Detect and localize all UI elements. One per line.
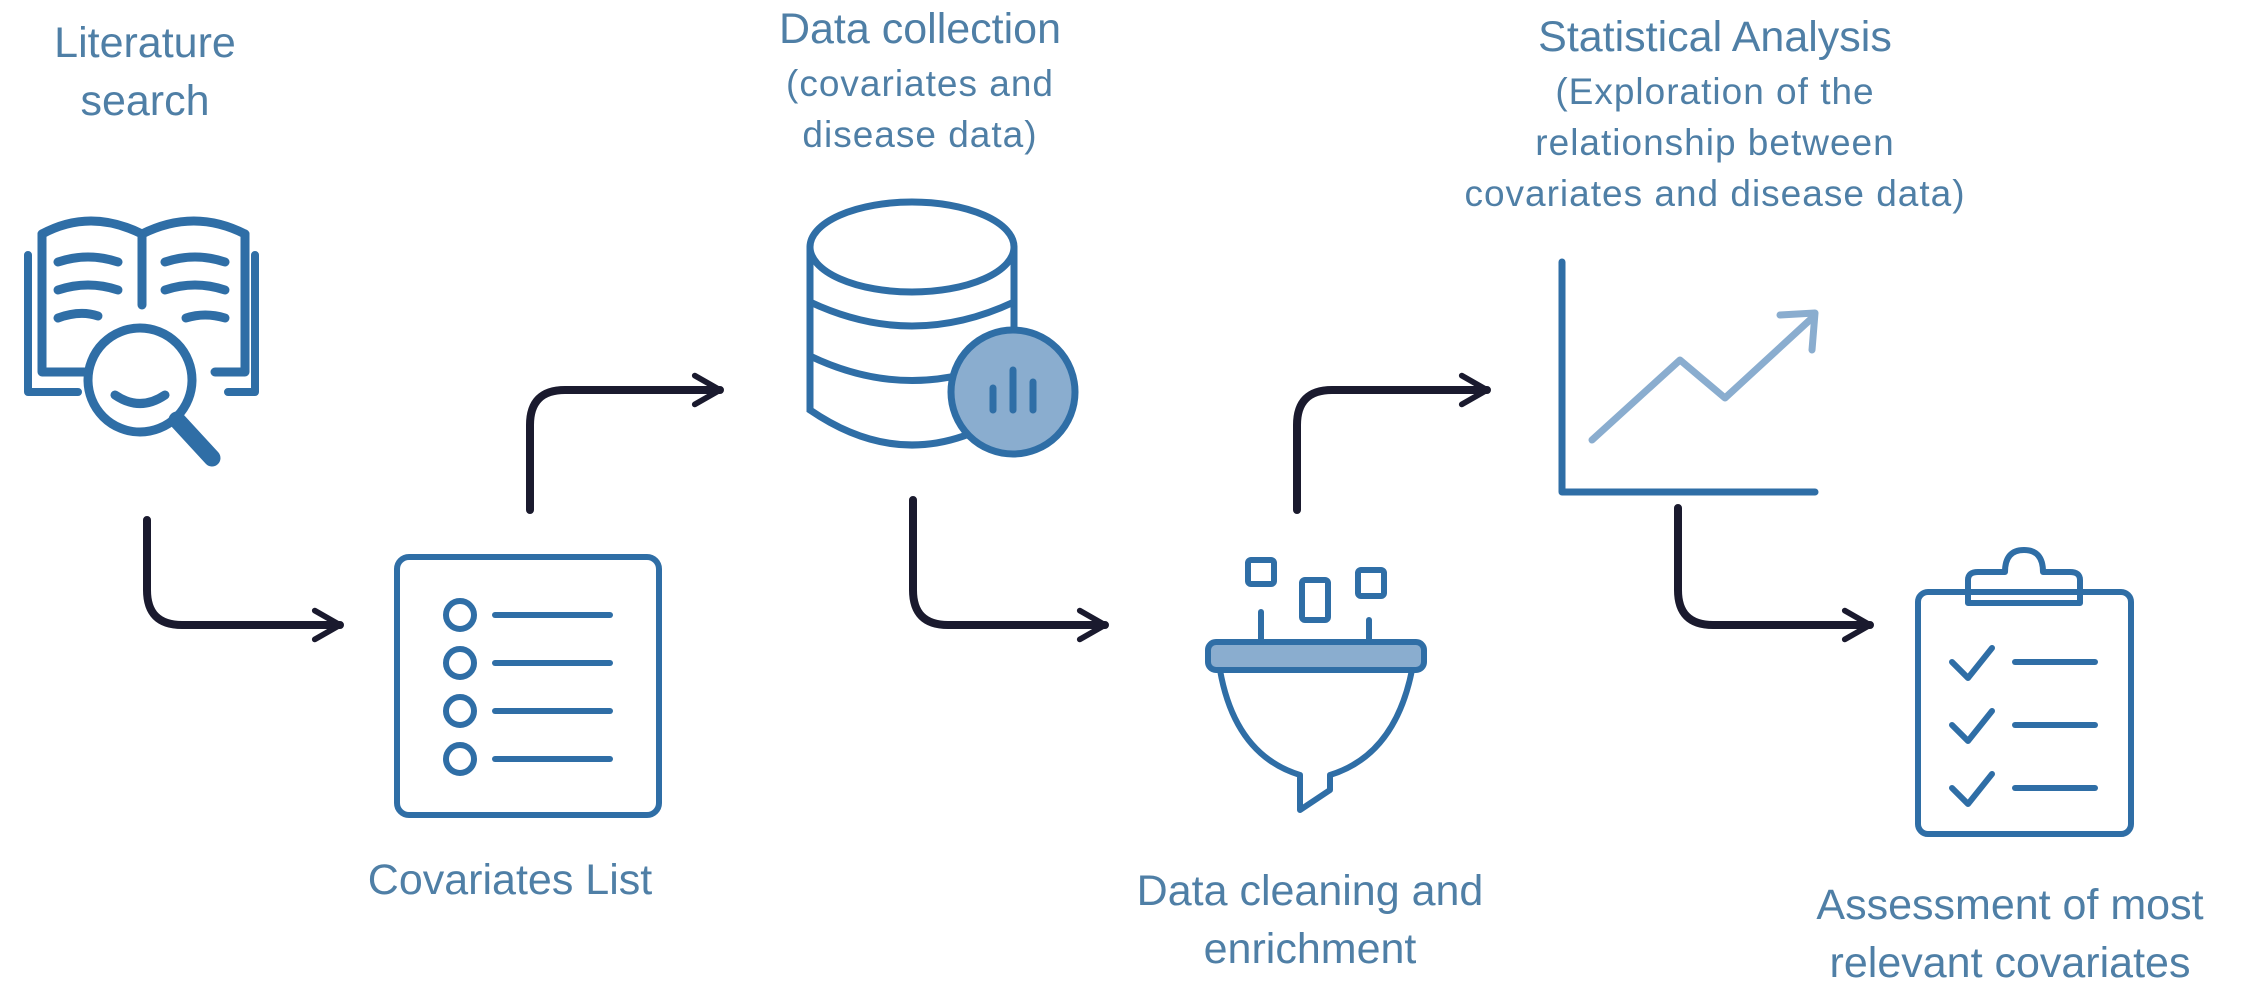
line-chart-icon (1558, 258, 1819, 496)
statistical-analysis-line1: (Exploration of the (1555, 71, 1875, 112)
arrow-collection-to-cleaning (909, 496, 1109, 643)
literature-label-line2: search (80, 77, 210, 125)
data-collection-title: Data collection (778, 5, 1062, 53)
assessment-line1: Assessment of most (1816, 881, 2204, 929)
covariates-list-label: Covariates List (320, 851, 700, 909)
list-icon (394, 554, 662, 818)
database-chart-icon (806, 198, 1079, 458)
arrow-covariates-to-collection (526, 372, 724, 514)
funnel-filter-icon (1205, 557, 1427, 813)
book-search-icon (24, 216, 259, 467)
data-collection-label: Data collection (covariates and disease … (720, 0, 1120, 160)
statistical-analysis-line3: covariates and disease data) (1464, 173, 1966, 214)
statistical-analysis-label: Statistical Analysis (Exploration of the… (1400, 8, 2030, 219)
arrow-cleaning-to-analysis (1293, 372, 1491, 514)
literature-search-label: Literature search (20, 14, 270, 130)
assessment-line2: relevant covariates (1829, 939, 2191, 987)
data-collection-line2: disease data) (802, 114, 1038, 155)
data-cleaning-line1: Data cleaning and (1136, 867, 1484, 915)
data-cleaning-label: Data cleaning and enrichment (1080, 862, 1540, 978)
data-cleaning-line2: enrichment (1203, 925, 1417, 973)
data-collection-line1: (covariates and (786, 63, 1054, 104)
literature-label-line1: Literature (54, 19, 236, 67)
assessment-label: Assessment of most relevant covariates (1770, 876, 2250, 992)
arrow-literature-to-covariates (143, 516, 344, 643)
statistical-analysis-title: Statistical Analysis (1538, 13, 1892, 61)
statistical-analysis-line2: relationship between (1535, 122, 1895, 163)
covariates-list-text: Covariates List (367, 856, 653, 904)
clipboard-check-icon (1915, 547, 2134, 837)
arrow-analysis-to-assessment (1674, 504, 1874, 643)
